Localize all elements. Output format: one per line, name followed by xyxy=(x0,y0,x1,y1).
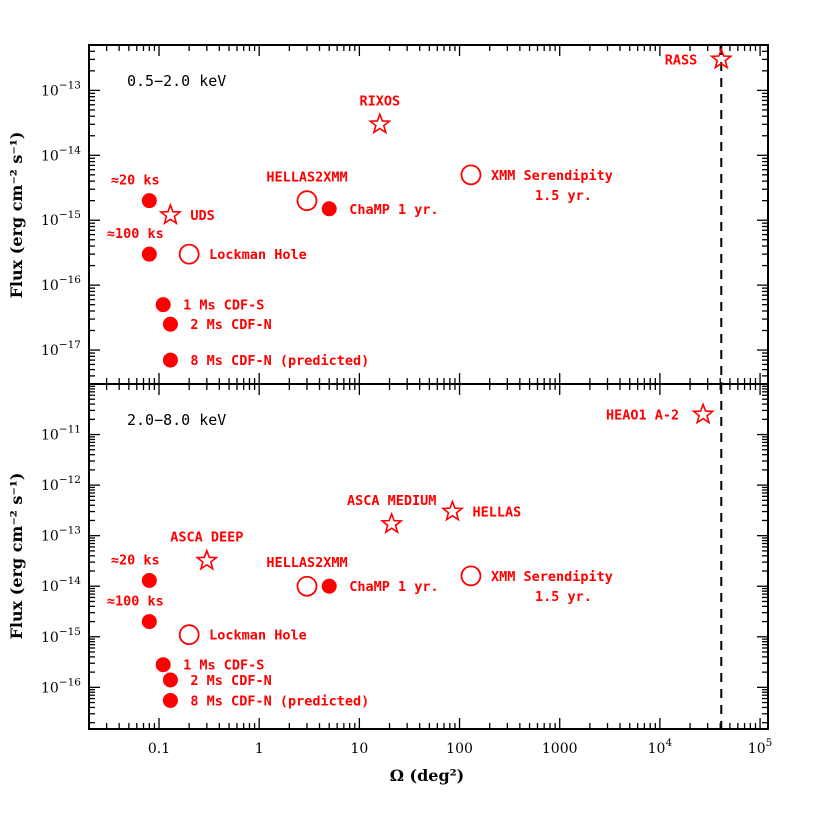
data-point-open-circle xyxy=(178,624,200,646)
y-tick-label: 10−15 xyxy=(41,209,81,229)
y-tick-label: 10−15 xyxy=(41,626,81,646)
data-point-open-star xyxy=(158,202,183,226)
data-point-filled-circle xyxy=(141,246,157,262)
point-label: ASCA DEEP xyxy=(170,530,243,546)
point-label: ChaMP 1 yr. xyxy=(349,579,438,595)
data-point-open-star xyxy=(709,47,733,70)
y-tick-label: 10−13 xyxy=(41,525,81,545)
data-point-open-star xyxy=(368,112,392,135)
y-tick-label: 10−12 xyxy=(41,474,81,494)
panel-bottom: 10−11 10−12 10−13 10−14 10−15 10−16 0.1 1 10 100 1… xyxy=(7,383,773,757)
exposure-annotation: ≈20 ks xyxy=(111,552,160,568)
data-point-open-circle xyxy=(460,164,482,186)
x-axis-title: Ω (deg²) xyxy=(390,766,465,785)
y-tick-label: 10−16 xyxy=(41,676,81,696)
point-label: RIXOS xyxy=(359,93,400,109)
data-point-filled-circle xyxy=(162,672,178,688)
point-label: UDS xyxy=(190,208,214,224)
point-label: 2 Ms CDF-N xyxy=(190,673,271,689)
point-label: HELLAS2XMM xyxy=(266,170,347,186)
point-label: 8 Ms CDF-N (predicted) xyxy=(190,353,369,369)
exposure-annotation: ≈100 ks xyxy=(107,226,164,242)
x-tick-label: 0.1 xyxy=(148,741,170,757)
point-label: RASS xyxy=(665,52,698,68)
band-label: 2.0−8.0 keV xyxy=(127,411,226,429)
data-point-open-circle xyxy=(296,190,318,212)
band-label: 0.5−2.0 keV xyxy=(127,72,226,90)
exposure-annotation: ≈100 ks xyxy=(107,594,164,610)
y-axis-title: Flux (erg cm⁻² s⁻¹) xyxy=(7,473,26,640)
point-label: ChaMP 1 yr. xyxy=(349,202,438,218)
exposure-annotation: ≈20 ks xyxy=(111,173,160,189)
data-point-open-star xyxy=(379,511,404,534)
point-label: ASCA MEDIUM xyxy=(347,493,436,509)
data-point-filled-circle xyxy=(321,578,337,594)
y-tick-label: 10−14 xyxy=(41,575,81,595)
data-point-open-circle xyxy=(178,243,200,265)
y-tick-label: 10−11 xyxy=(41,424,81,444)
x-tick-label: 104 xyxy=(648,737,673,757)
point-label: Lockman Hole xyxy=(209,628,307,644)
y-tick-label: 10−13 xyxy=(41,79,81,99)
point-label: HEAO1 A-2 xyxy=(606,407,679,423)
y-tick-label: 10−17 xyxy=(41,339,81,359)
point-label: 1 Ms CDF-S xyxy=(183,658,264,674)
point-label: HELLAS2XMM xyxy=(266,555,347,571)
point-label: 2 Ms CDF-N xyxy=(190,317,271,333)
y-tick-label: 10−14 xyxy=(41,144,81,164)
point-label: HELLAS xyxy=(472,505,521,521)
data-point-filled-circle xyxy=(162,316,178,332)
data-point-open-circle xyxy=(460,565,482,587)
x-tick-label: 1 xyxy=(255,741,264,757)
plot-frame xyxy=(88,383,769,730)
data-point-filled-circle xyxy=(155,297,171,313)
data-point-filled-circle xyxy=(162,692,178,708)
panel-top: 10−13 10−14 10−15 10−16 10−17 Flux (erg cm⁻² … xyxy=(7,44,769,385)
data-point-open-star xyxy=(440,499,465,522)
data-point-open-star xyxy=(691,402,715,425)
data-point-filled-circle xyxy=(321,201,337,217)
point-label: Lockman Hole xyxy=(209,247,307,263)
y-tick-label: 10−16 xyxy=(41,274,81,294)
data-point-filled-circle xyxy=(141,614,157,630)
data-point-filled-circle xyxy=(162,352,178,368)
data-point-open-star xyxy=(195,548,219,571)
data-point-filled-circle xyxy=(155,657,171,673)
data-point-filled-circle xyxy=(141,193,157,209)
x-tick-label: 105 xyxy=(748,737,773,757)
x-tick-label: 1000 xyxy=(542,741,578,757)
y-axis-title: Flux (erg cm⁻² s⁻¹) xyxy=(7,132,26,299)
data-point-filled-circle xyxy=(141,572,157,588)
point-label: 8 Ms CDF-N (predicted) xyxy=(190,693,369,709)
x-tick-label: 100 xyxy=(446,741,473,757)
x-tick-label: 10 xyxy=(350,741,368,757)
point-label: 1 Ms CDF-S xyxy=(183,298,264,314)
data-point-open-circle xyxy=(296,575,318,597)
